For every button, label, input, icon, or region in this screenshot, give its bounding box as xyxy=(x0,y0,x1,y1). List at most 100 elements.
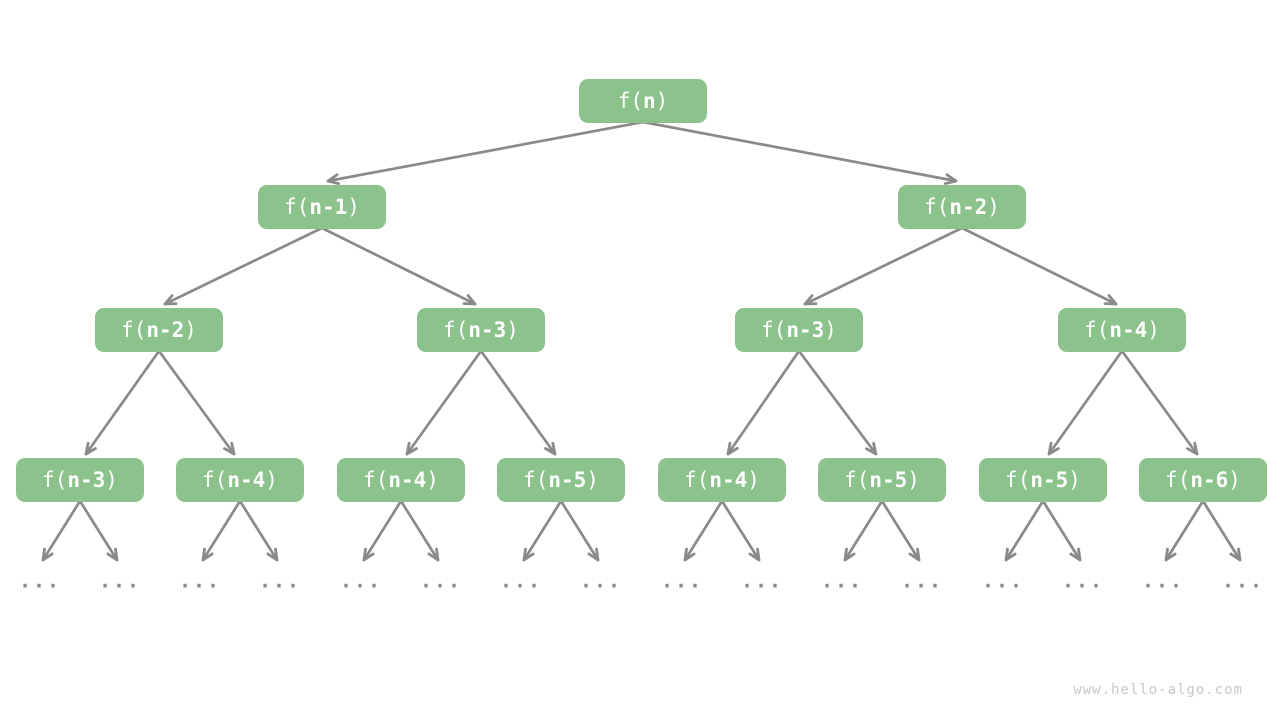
ellipsis: ... xyxy=(579,568,623,593)
node-label-arg: n-4 xyxy=(388,467,427,492)
node-label-post: ) xyxy=(586,467,599,492)
tree-edge xyxy=(641,120,958,185)
node-label-arg: n-3 xyxy=(786,317,825,342)
ellipsis: ... xyxy=(339,568,383,593)
tree-edge xyxy=(1041,499,1082,562)
ellipsis: ... xyxy=(499,568,543,593)
tree-edge xyxy=(238,499,279,562)
node-label-post: ) xyxy=(347,194,360,219)
tree-node-f(n-2): f(n-2) xyxy=(898,185,1026,229)
node-label-pre: f( xyxy=(42,467,68,492)
ellipsis: ... xyxy=(18,568,62,593)
node-label-arg: n-4 xyxy=(1109,317,1148,342)
tree-edge xyxy=(683,499,724,562)
tree-node-f(n-4): f(n-4) xyxy=(337,458,465,502)
tree-edge xyxy=(803,226,964,306)
node-label-arg: n-4 xyxy=(227,467,266,492)
tree-edge xyxy=(399,499,440,562)
node-label-post: ) xyxy=(265,467,278,492)
node-label-post: ) xyxy=(987,194,1000,219)
tree-node-f(n-3): f(n-3) xyxy=(417,308,545,352)
node-label-post: ) xyxy=(1147,317,1160,342)
tree-edge xyxy=(320,226,477,306)
tree-edge xyxy=(1164,499,1205,562)
node-label-arg: n-1 xyxy=(309,194,348,219)
node-label-pre: f( xyxy=(284,194,310,219)
tree-edge xyxy=(157,349,236,456)
tree-node-f(n-2): f(n-2) xyxy=(95,308,223,352)
tree-node-f(n-1): f(n-1) xyxy=(258,185,386,229)
ellipsis: ... xyxy=(1061,568,1105,593)
tree-node-f(n-5): f(n-5) xyxy=(497,458,625,502)
node-label-arg: n-5 xyxy=(869,467,908,492)
tree-edge xyxy=(797,349,878,456)
tree-edge xyxy=(720,499,761,562)
tree-edge xyxy=(559,499,600,562)
tree-edge xyxy=(522,499,563,562)
node-label-pre: f( xyxy=(523,467,549,492)
node-label-pre: f( xyxy=(617,88,643,113)
ellipsis: ... xyxy=(98,568,142,593)
tree-edge xyxy=(726,349,801,456)
node-label-arg: n-6 xyxy=(1190,467,1229,492)
node-label-pre: f( xyxy=(443,317,469,342)
node-label-arg: n xyxy=(642,88,656,113)
node-label-post: ) xyxy=(907,467,920,492)
node-label-post: ) xyxy=(747,467,760,492)
node-label-pre: f( xyxy=(684,467,710,492)
tree-edge xyxy=(1120,349,1199,456)
tree-edge xyxy=(405,349,483,456)
node-label-post: ) xyxy=(1068,467,1081,492)
ellipsis: ... xyxy=(981,568,1025,593)
ellipsis: ... xyxy=(178,568,222,593)
node-label-pre: f( xyxy=(1005,467,1031,492)
tree-edge xyxy=(78,499,119,562)
node-label-pre: f( xyxy=(363,467,389,492)
ellipsis: ... xyxy=(660,568,704,593)
ellipsis: ... xyxy=(419,568,463,593)
tree-edge xyxy=(84,349,161,456)
watermark-text: www.hello-algo.com xyxy=(1073,682,1243,698)
tree-edge xyxy=(880,499,921,562)
tree-edge xyxy=(843,499,884,562)
tree-edge xyxy=(1201,499,1242,562)
node-label-arg: n-5 xyxy=(548,467,587,492)
tree-node-f(n-5): f(n-5) xyxy=(818,458,946,502)
tree-edge xyxy=(201,499,242,562)
node-label-pre: f( xyxy=(121,317,147,342)
tree-node-f(n-3): f(n-3) xyxy=(16,458,144,502)
node-label-pre: f( xyxy=(844,467,870,492)
tree-edge xyxy=(362,499,403,562)
node-label-pre: f( xyxy=(1165,467,1191,492)
ellipsis: ... xyxy=(1221,568,1265,593)
node-label-arg: n-5 xyxy=(1030,467,1069,492)
tree-edge xyxy=(479,349,557,456)
tree-edge xyxy=(1047,349,1124,456)
node-label-arg: n-2 xyxy=(146,317,185,342)
tree-node-f(n-6): f(n-6) xyxy=(1139,458,1267,502)
node-label-pre: f( xyxy=(202,467,228,492)
ellipsis: ... xyxy=(258,568,302,593)
node-label-arg: n-3 xyxy=(468,317,507,342)
node-label-pre: f( xyxy=(924,194,950,219)
node-label-pre: f( xyxy=(1084,317,1110,342)
tree-edge xyxy=(326,120,645,185)
ellipsis: ... xyxy=(900,568,944,593)
tree-edge xyxy=(163,226,324,306)
node-label-post: ) xyxy=(105,467,118,492)
node-label-post: ) xyxy=(824,317,837,342)
ellipsis: ... xyxy=(1141,568,1185,593)
node-label-post: ) xyxy=(655,88,669,113)
node-label-post: ) xyxy=(184,317,197,342)
ellipsis: ... xyxy=(820,568,864,593)
node-label-post: ) xyxy=(426,467,439,492)
node-label-pre: f( xyxy=(761,317,787,342)
tree-edge xyxy=(960,226,1118,306)
tree-edge xyxy=(1004,499,1045,562)
ellipsis: ... xyxy=(740,568,784,593)
node-label-arg: n-3 xyxy=(67,467,106,492)
tree-edge xyxy=(41,499,82,562)
node-label-post: ) xyxy=(506,317,519,342)
